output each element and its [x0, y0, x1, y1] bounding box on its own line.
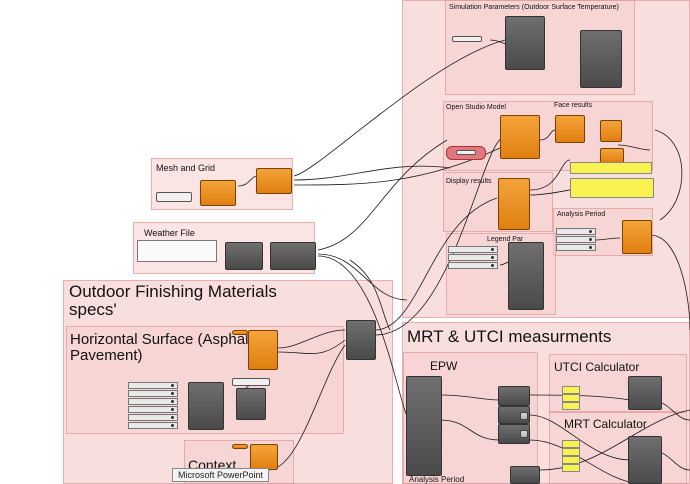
simulation-parameters-title: Simulation Parameters (Outdoor Surface T… [449, 4, 619, 11]
utci-input-1[interactable] [562, 386, 580, 394]
utci-calculator-title: UTCI Calculator [554, 360, 640, 374]
context-component[interactable] [250, 444, 278, 470]
result-panel-2[interactable] [570, 178, 654, 198]
outdoor-finishing-title: Outdoor Finishing Materials specs' [69, 282, 277, 319]
legend-component[interactable] [508, 242, 544, 310]
open-studio-model-title: Open Studio Model [446, 104, 506, 111]
display-results-component[interactable] [498, 178, 530, 230]
legend-par-title: Legend Par [487, 236, 524, 243]
mrt-calculator-title: MRT Calculator [564, 417, 647, 431]
material-slider-5[interactable] [128, 414, 178, 421]
material-toggle[interactable] [232, 330, 248, 335]
mesh-component[interactable] [200, 180, 236, 206]
material-slider-4[interactable] [128, 406, 178, 413]
analysis-period-bottom-title: Analysis Period [409, 475, 465, 484]
grid-component[interactable] [256, 168, 292, 194]
analysis-period-top-title: Analysis Period [557, 211, 606, 218]
utci-input-2[interactable] [562, 394, 580, 402]
toggle-label [456, 150, 476, 155]
analysis-slider-1[interactable] [556, 228, 596, 235]
sim-params-component[interactable] [505, 16, 545, 70]
mrt-input-3[interactable] [562, 456, 580, 464]
result-panel-1[interactable] [570, 162, 652, 174]
material-panel[interactable] [232, 378, 270, 386]
epw-import-component[interactable] [406, 376, 442, 476]
utci-input-3[interactable] [562, 402, 580, 410]
legend-slider-2[interactable] [448, 254, 498, 261]
horizontal-surface-component[interactable] [248, 330, 278, 370]
mrt-utci-title: MRT & UTCI measurments [407, 327, 612, 346]
material-slider-6[interactable] [128, 422, 178, 429]
utci-calculator-component[interactable] [628, 376, 662, 410]
weather-file-component-2[interactable] [270, 242, 316, 270]
analysis-slider-3[interactable] [556, 244, 596, 251]
weather-file-title: Weather File [144, 228, 195, 238]
weather-file-component-1[interactable] [225, 242, 263, 270]
legend-slider-1[interactable] [448, 246, 498, 253]
mrt-calculator-group[interactable]: MRT Calculator [549, 412, 687, 484]
material-slider-3[interactable] [128, 398, 178, 405]
open-studio-component[interactable] [500, 115, 540, 159]
face-results-title: Face results [554, 102, 593, 109]
horizontal-surface-title: Horizontal Surface (Asphalt & Pavement) [70, 331, 267, 364]
legend-slider-3[interactable] [448, 262, 498, 269]
weather-file-path-panel[interactable] [137, 240, 217, 262]
epw-component-3[interactable] [498, 424, 530, 444]
display-results-title: Display results [446, 178, 492, 185]
merge-component[interactable] [346, 320, 376, 360]
face-results-component-1[interactable] [555, 115, 585, 143]
mrt-input-2[interactable] [562, 448, 580, 456]
epw-output-2 [520, 430, 528, 438]
sim-params-output-component[interactable] [580, 30, 622, 88]
mesh-panel[interactable] [156, 192, 192, 202]
value-input[interactable] [452, 36, 482, 42]
analysis-period-bottom-component[interactable] [510, 466, 540, 484]
mrt-input-1[interactable] [562, 440, 580, 448]
mesh-and-grid-title: Mesh and Grid [156, 163, 216, 173]
material-spec-component[interactable] [188, 382, 224, 430]
epw-component-1[interactable] [498, 386, 530, 406]
material-combine-component[interactable] [236, 388, 266, 420]
analysis-slider-2[interactable] [556, 236, 596, 243]
taskbar-tooltip: Microsoft PowerPoint [172, 468, 270, 482]
context-toggle[interactable] [232, 444, 248, 449]
material-slider-2[interactable] [128, 390, 178, 397]
analysis-period-component[interactable] [622, 220, 652, 254]
epw-output-1 [520, 412, 528, 420]
face-results-component-2[interactable] [600, 120, 622, 142]
material-slider-1[interactable] [128, 382, 178, 389]
mrt-calculator-component[interactable] [628, 436, 662, 484]
epw-title: EPW [430, 359, 458, 373]
mrt-input-4[interactable] [562, 464, 580, 472]
